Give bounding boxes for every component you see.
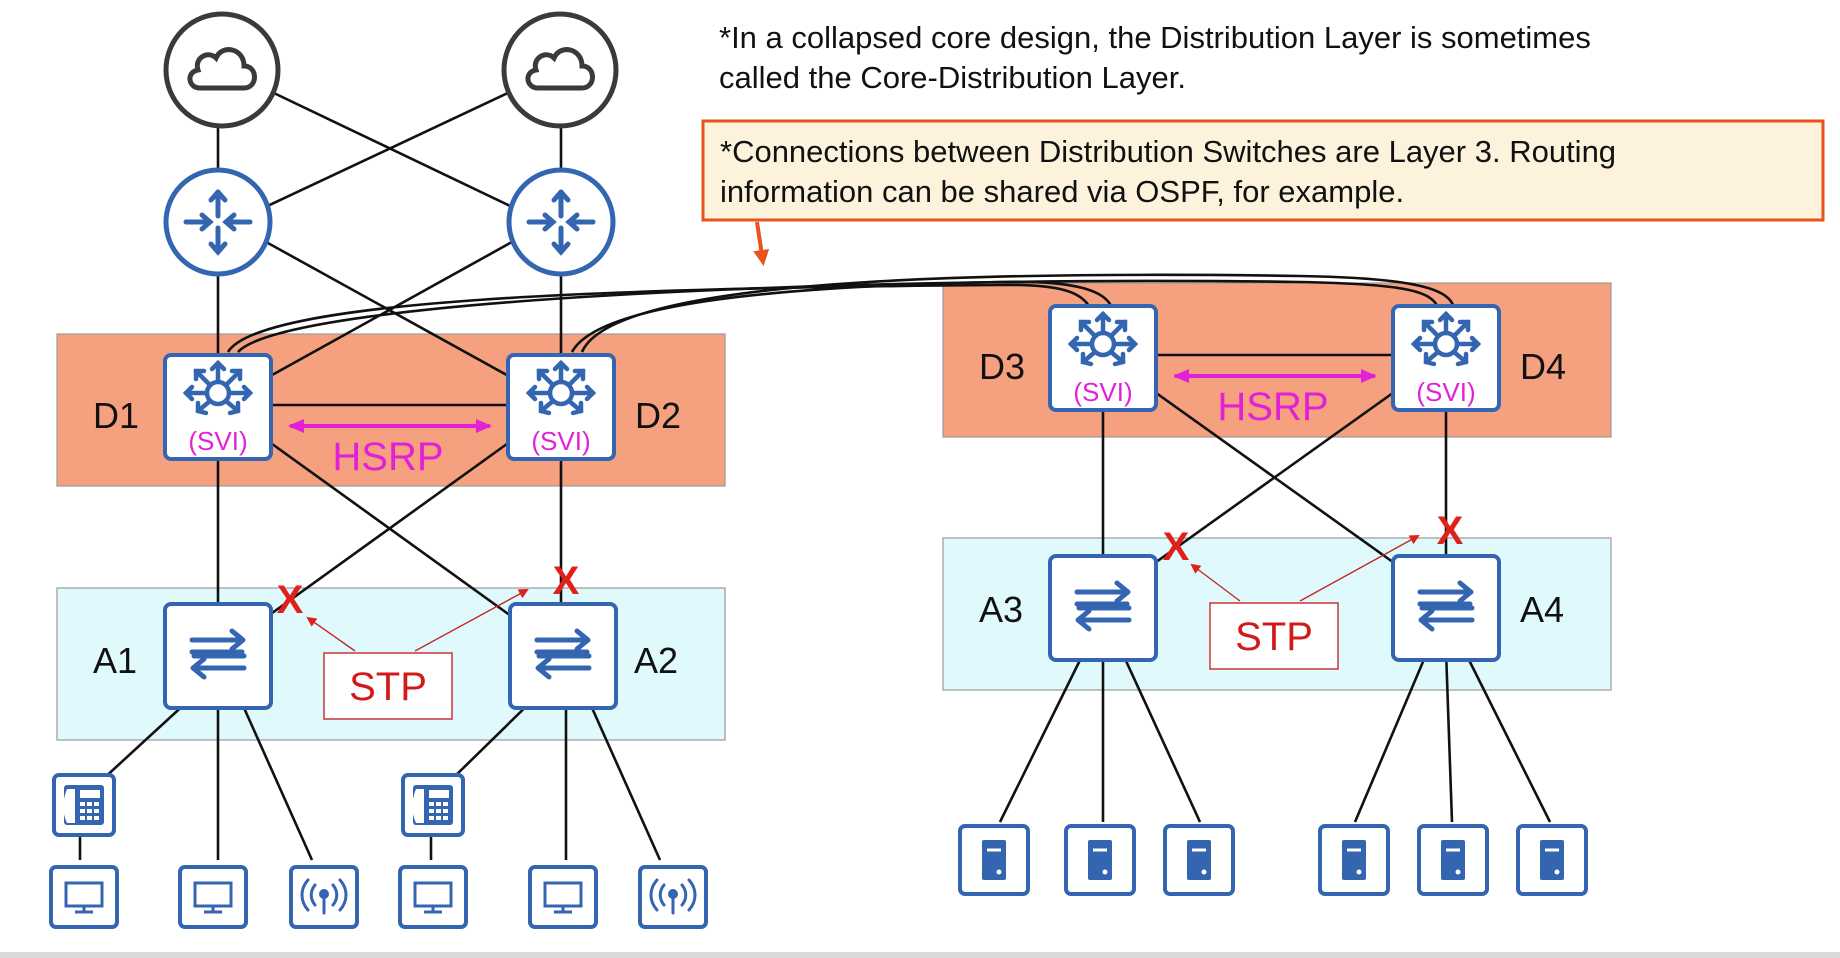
note-layer3-line2: information can be shared via OSPF, for … [720,174,1404,209]
link-a2-ap2 [582,689,662,861]
callout-arrow [753,221,770,266]
hsrp-label-right: HSRP [1217,385,1328,429]
label-d4: D4 [1520,346,1566,387]
switch-d4: (SVI) [1391,304,1501,412]
switch-a2 [508,602,618,710]
hsrp-label-left: HSRP [332,435,443,479]
monitor-icon [528,865,598,929]
server-icon [1163,824,1235,896]
server-icon [958,824,1030,896]
link-a4-srv5 [1444,649,1454,823]
label-a3: A3 [979,589,1023,630]
ip-phone-icon [401,773,465,837]
label-d1: D1 [93,395,139,436]
label-a1: A1 [93,640,137,681]
switch-d2: (SVI) [506,353,616,461]
note-layer3-line1: *Connections between Distribution Switch… [720,134,1616,169]
cables [78,70,1552,861]
svi-label-d4: (SVI) [1416,377,1475,407]
server-icon [1417,824,1489,896]
stp-box-left [323,652,453,720]
switch-d3: (SVI) [1048,304,1158,412]
stp-label-left: STP [349,665,427,709]
link-a4-srv4 [1353,649,1430,823]
server-icon [1064,824,1136,896]
svi-label-d3: (SVI) [1073,377,1132,407]
svi-label-d2: (SVI) [531,426,590,456]
svi-label-d1: (SVI) [188,426,247,456]
internet-2 [501,11,619,129]
switch-a3 [1048,554,1158,662]
link-inet2-r1 [224,82,528,228]
label-a4: A4 [1520,589,1564,630]
stp-pointer-right-1 [1190,563,1241,602]
switch-icon [1420,583,1472,629]
link-d2-a1 [217,403,562,654]
monitor-icon [398,865,468,929]
stp-pointer-left-1 [306,616,356,652]
switch-icon [537,631,589,677]
monitor-icon [178,865,248,929]
label-d3: D3 [979,346,1025,387]
ip-phone-icon [52,773,116,837]
bottom-bar [0,952,1840,958]
internet-1 [163,11,281,129]
switch-a4 [1391,554,1501,662]
switch-icon [1077,583,1129,629]
link-a3-srv1 [998,649,1087,823]
router-1 [163,167,273,277]
stp-label-right: STP [1235,615,1313,659]
server-icon [1516,824,1588,896]
server-icon [1318,824,1390,896]
link-a1-ap1 [234,689,314,861]
stp-blocked-mark-a2: X [553,559,580,603]
callout-layer3: *Connections between Distribution Switch… [701,119,1825,266]
router-2 [506,167,616,277]
stp-blocked-mark-a4: X [1437,509,1464,553]
stp-pointer-right-2 [1299,535,1420,602]
link-a4-srv6 [1462,649,1552,823]
label-d2: D2 [635,395,681,436]
link-a3-srv3 [1119,649,1202,823]
wireless-ap-icon [289,865,359,929]
stp-blocked-mark-a1: X [277,578,304,622]
note-collapsed-core-line2: called the Core-Distribution Layer. [719,60,1186,95]
monitor-icon [49,865,119,929]
switch-icon [192,631,244,677]
stp-pointer-left-2 [414,589,529,652]
link-d2-d4 [580,273,1456,353]
note-collapsed-core-line1: *In a collapsed core design, the Distrib… [719,20,1591,55]
link-inet1-r2 [254,82,553,228]
switch-d1: (SVI) [163,353,273,461]
label-a2: A2 [634,640,678,681]
switch-a1 [163,602,273,710]
wireless-ap-icon [638,865,708,929]
link-d4-a3 [1102,353,1447,602]
stp-blocked-mark-a3: X [1163,525,1190,569]
stp-box-right [1209,602,1339,670]
